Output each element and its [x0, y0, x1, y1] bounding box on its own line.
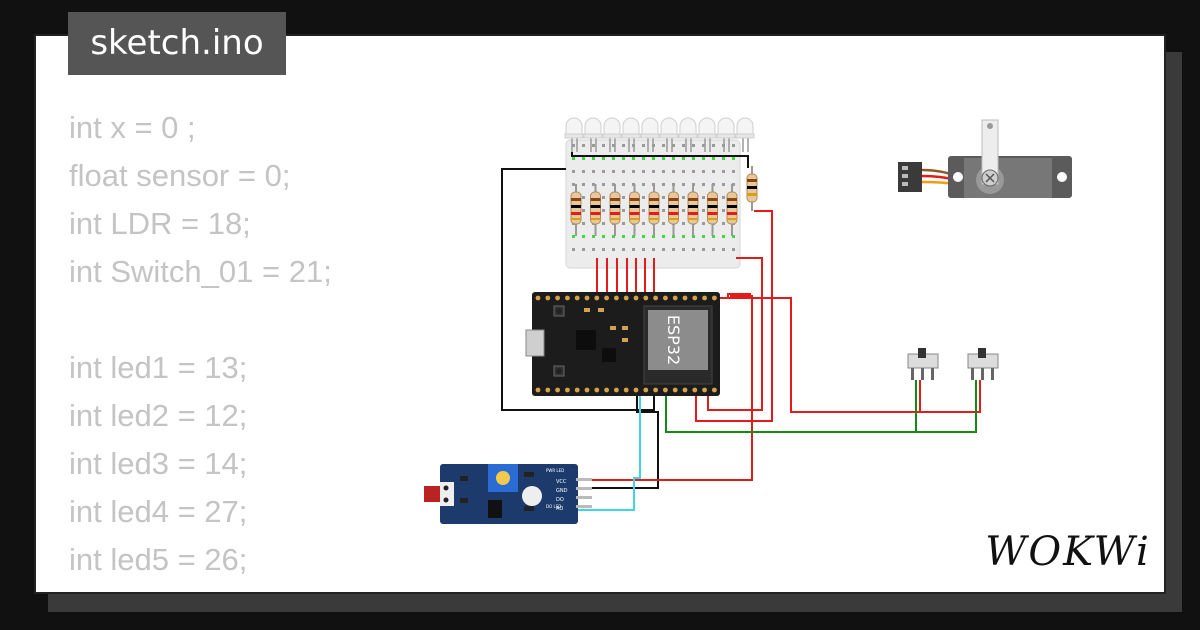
- resistor-icon: [648, 184, 660, 236]
- code-line: int led3 = 14;: [69, 446, 248, 481]
- sensor-pin-label: DO: [556, 497, 564, 503]
- servo-icon: [898, 119, 1072, 198]
- sensor-pin-label: GND: [556, 488, 568, 494]
- code-line: int x = 0 ;: [69, 110, 196, 145]
- sensor-led-label: DO LED: [546, 504, 561, 509]
- led-row: [564, 117, 755, 152]
- resistor-icon: [707, 184, 718, 236]
- led-icon: [602, 117, 622, 152]
- code-line: int led4 = 27;: [69, 494, 248, 529]
- resistor-icon: [609, 184, 621, 236]
- circuit-diagram: ESP32: [424, 117, 1072, 524]
- code-line: int led2 = 12;: [69, 398, 248, 433]
- ldr-sensor-module-icon: PWR LED DO LED VCC GND DO AO: [424, 464, 592, 524]
- led-icon: [735, 117, 755, 152]
- esp32-board-icon: ESP32: [525, 292, 720, 396]
- led-icon: [659, 117, 679, 152]
- resistor-icon: [570, 184, 582, 236]
- sensor-pin-label: AO: [556, 506, 563, 512]
- wokwi-logo-icon: WOKWi: [985, 529, 1151, 575]
- led-icon: [716, 117, 736, 152]
- sensor-led-label: PWR LED: [546, 468, 564, 473]
- code-preview: int x = 0 ; float sensor = 0; int LDR = 18…: [69, 104, 399, 592]
- code-line: int led5 = 26;: [69, 542, 248, 577]
- led-icon: [678, 117, 698, 152]
- led-icon: [583, 117, 603, 152]
- sensor-pin-label: VCC: [556, 479, 567, 485]
- project-preview-card: int x = 0 ; float sensor = 0; int LDR = 18…: [34, 34, 1166, 594]
- wires: [501, 152, 981, 511]
- esp32-label: ESP32: [664, 315, 683, 365]
- resistor-row: [570, 184, 738, 236]
- code-line: float sensor = 0;: [69, 158, 291, 193]
- code-line: int LDR = 18;: [69, 206, 251, 241]
- led-icon: [621, 117, 641, 152]
- code-line: int Switch_01 = 21;: [69, 254, 332, 289]
- resistor-icon: [687, 184, 699, 236]
- code-line: int led6 = 25;: [69, 584, 399, 592]
- slide-switch-icon: [967, 348, 999, 380]
- resistor-icon: [746, 166, 758, 211]
- slide-switch-icon: [907, 348, 939, 380]
- resistor-icon: [629, 184, 640, 236]
- led-icon: [640, 117, 660, 152]
- resistor-icon: [590, 184, 601, 236]
- resistor-icon: [668, 184, 679, 236]
- led-icon: [564, 117, 584, 152]
- led-icon: [697, 117, 717, 152]
- code-line: int led1 = 13;: [69, 350, 248, 385]
- file-tab[interactable]: sketch.ino: [68, 12, 286, 75]
- resistor-icon: [726, 184, 738, 236]
